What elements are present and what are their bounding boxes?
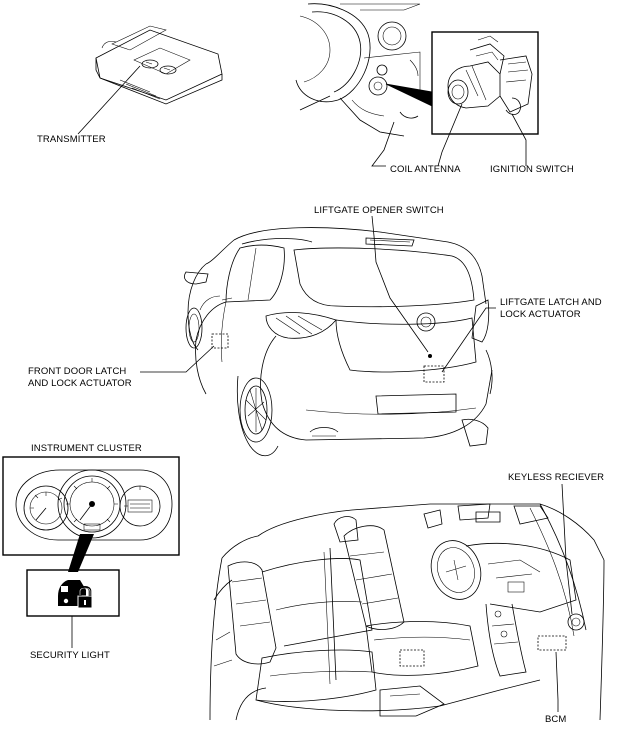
front-door-latch-label-line1: FRONT DOOR LATCH <box>28 366 127 377</box>
ignition-switch-label: IGNITION SWITCH <box>490 164 574 175</box>
liftgate-latch-label-line2: LOCK ACTUATOR <box>500 309 581 320</box>
instrument-cluster-label: INSTRUMENT CLUSTER <box>31 443 142 454</box>
car-with-padlock-icon <box>58 580 93 609</box>
transmitter-illustration <box>77 25 223 135</box>
car-interior-illustration <box>209 483 605 721</box>
transmitter-label: TRANSMITTER <box>37 134 106 145</box>
liftgate-latch-label-line1: LIFTGATE LATCH AND <box>500 297 602 308</box>
front-door-latch-label-line2: AND LOCK ACTUATOR <box>28 378 132 389</box>
security-light-label: SECURITY LIGHT <box>30 650 110 661</box>
front-door-latch-label: FRONT DOOR LATCH AND LOCK ACTUATOR <box>28 366 132 390</box>
steering-column-illustration <box>295 3 433 167</box>
car-rear-illustration <box>140 215 496 457</box>
liftgate-opener-switch-label: LIFTGATE OPENER SWITCH <box>314 205 444 216</box>
ignition-detail-box <box>431 31 539 167</box>
instrument-cluster-illustration <box>2 456 180 648</box>
bcm-label: BCM <box>545 714 567 725</box>
keyless-receiver-label: KEYLESS RECIEVER <box>508 472 605 483</box>
coil-antenna-label: COIL ANTENNA <box>390 164 461 175</box>
liftgate-latch-label: LIFTGATE LATCH AND LOCK ACTUATOR <box>500 297 602 321</box>
